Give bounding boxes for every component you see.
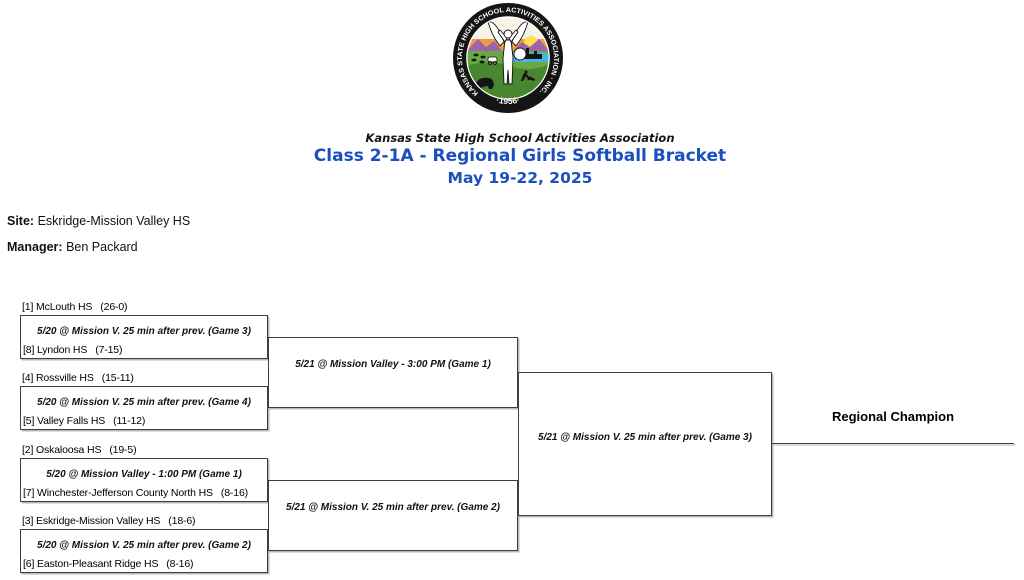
team-line-seed2: [2] Oskaloosa HS (19-5) xyxy=(22,444,137,457)
plowman xyxy=(521,70,535,81)
kshsaa-seal-logo: KANSAS STATE HIGH SCHOOL ACTIVITIES ASSO… xyxy=(453,3,563,113)
team-record: (8-16) xyxy=(220,487,248,499)
game-info: 5/20 @ Mission V. 25 min after prev. (Ga… xyxy=(37,397,251,408)
date-range: May 19-22, 2025 xyxy=(447,169,593,187)
association-name: Kansas State High School Activities Asso… xyxy=(365,131,675,145)
winged-figure xyxy=(487,21,529,85)
champion-line xyxy=(772,443,1014,444)
semifinal-box-1: 5/21 @ Mission Valley - 3:00 PM (Game 1) xyxy=(268,337,518,408)
champion-label: Regional Champion xyxy=(831,409,955,424)
team-record: (26-0) xyxy=(100,301,128,313)
team-name: [3] Eskridge-Mission Valley HS xyxy=(22,515,161,527)
covered-wagon xyxy=(487,56,498,66)
manager-row: Manager: Ben Packard xyxy=(7,240,138,254)
svg-text:·1956·: ·1956· xyxy=(495,95,520,106)
team-name: [5] Valley Falls HS xyxy=(23,415,106,427)
team-record: (7-15) xyxy=(95,344,123,356)
team-line-seed7: [7] Winchester-Jefferson County North HS… xyxy=(23,487,248,500)
team-name: [6] Easton-Pleasant Ridge HS xyxy=(23,558,159,570)
site-label: Site: xyxy=(7,214,35,228)
game-info: 5/21 @ Mission Valley - 3:00 PM (Game 1) xyxy=(295,359,491,370)
team-line-seed6: [6] Easton-Pleasant Ridge HS (8-16) xyxy=(23,558,194,571)
team-record: (11-12) xyxy=(113,415,146,427)
page-title: Class 2-1A - Regional Girls Softball Bra… xyxy=(313,146,727,166)
team-name: [2] Oskaloosa HS xyxy=(22,444,102,456)
manager-label: Manager: xyxy=(7,240,63,254)
team-record: (8-16) xyxy=(166,558,194,570)
team-line-seed1: [1] McLouth HS (26-0) xyxy=(22,301,128,314)
team-line-seed5: [5] Valley Falls HS (11-12) xyxy=(23,415,145,428)
team-record: (18-6) xyxy=(168,515,196,527)
cattle xyxy=(471,53,486,64)
game-box: 5/20 @ Mission V. 25 min after prev. (Ga… xyxy=(20,529,268,573)
manager-value: Ben Packard xyxy=(66,240,138,254)
game-info: 5/20 @ Mission V. 25 min after prev. (Ga… xyxy=(37,326,251,337)
team-name: [7] Winchester-Jefferson County North HS xyxy=(23,487,213,499)
semifinal-box-2: 5/21 @ Mission V. 25 min after prev. (Ga… xyxy=(268,480,518,551)
site-row: Site: Eskridge-Mission Valley HS xyxy=(7,214,190,228)
team-line-seed4: [4] Rossville HS (15-11) xyxy=(22,372,134,385)
game-box: 5/20 @ Mission V. 25 min after prev. (Ga… xyxy=(20,315,268,359)
final-box: 5/21 @ Mission V. 25 min after prev. (Ga… xyxy=(518,372,772,516)
team-record: (15-11) xyxy=(101,372,134,384)
game-info: 5/20 @ Mission V. 25 min after prev. (Ga… xyxy=(37,540,251,551)
seal-year-text: ·1956· xyxy=(495,95,520,106)
mountains-left xyxy=(467,39,503,52)
game-info: 5/21 @ Mission V. 25 min after prev. (Ga… xyxy=(286,502,500,513)
game-box: 5/20 @ Mission V. 25 min after prev. (Ga… xyxy=(20,386,268,430)
team-record: (19-5) xyxy=(109,444,137,456)
team-name: [8] Lyndon HS xyxy=(23,344,88,356)
team-name: [4] Rossville HS xyxy=(22,372,94,384)
team-name: [1] McLouth HS xyxy=(22,301,93,313)
site-value: Eskridge-Mission Valley HS xyxy=(37,214,191,228)
game-info: 5/21 @ Mission V. 25 min after prev. (Ga… xyxy=(538,432,752,443)
team-line-seed3: [3] Eskridge-Mission Valley HS (18-6) xyxy=(22,515,196,528)
bison xyxy=(476,77,494,90)
game-info: 5/20 @ Mission Valley - 1:00 PM (Game 1) xyxy=(46,469,242,480)
team-line-seed8: [8] Lyndon HS (7-15) xyxy=(23,344,122,357)
game-box: 5/20 @ Mission Valley - 1:00 PM (Game 1)… xyxy=(20,458,268,502)
